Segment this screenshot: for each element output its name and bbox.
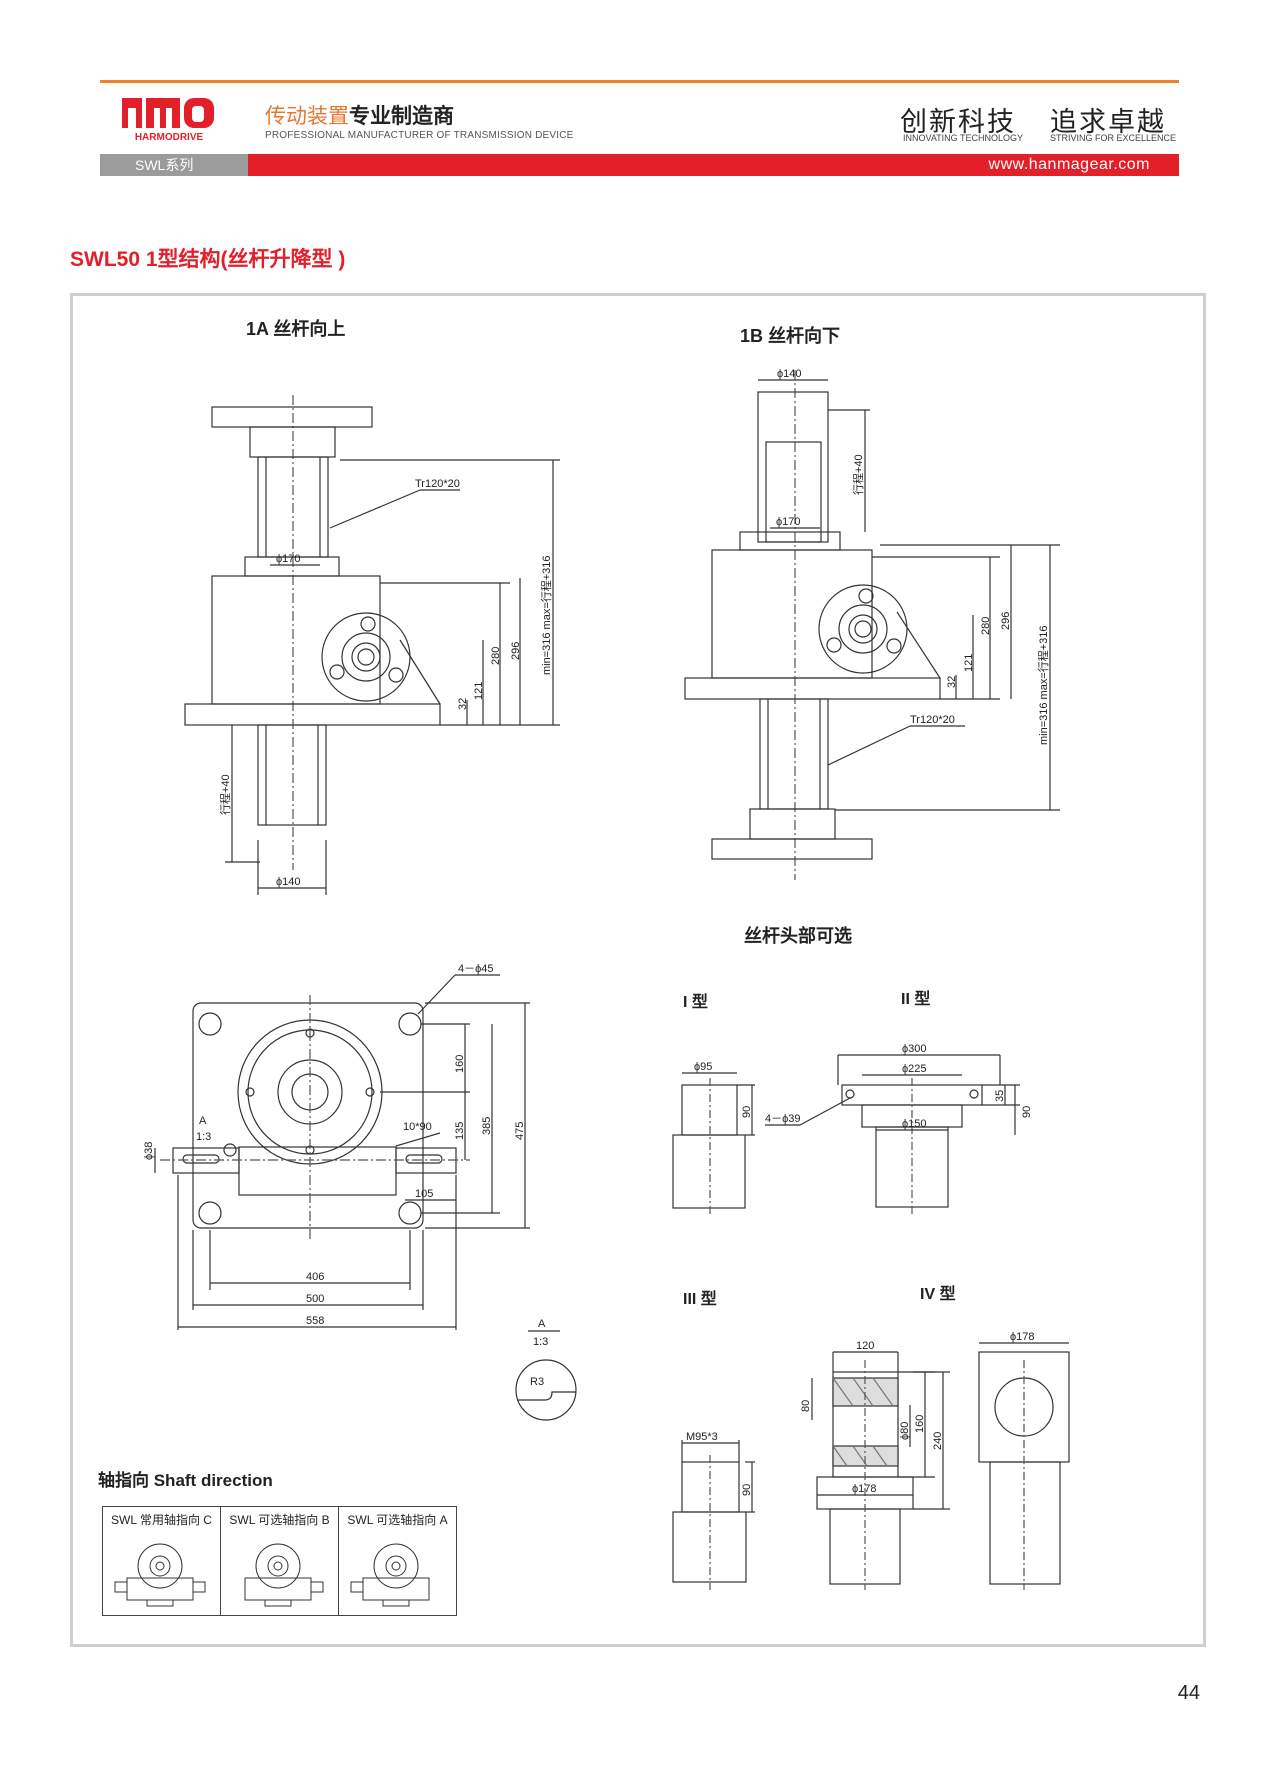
dim-t2-holes: 4－ϕ39 bbox=[765, 1113, 801, 1125]
dim-1b-tr: Tr120*20 bbox=[910, 714, 955, 726]
dim-1a-32: 32 bbox=[457, 698, 469, 710]
dim-plan-holes: 4－ϕ45 bbox=[458, 963, 494, 975]
dim-1b-stroke: 行程+40 bbox=[852, 454, 865, 495]
dim-1a-d170: ϕ170 bbox=[276, 553, 301, 565]
series-tab: SWL系列 bbox=[100, 154, 248, 176]
website-link[interactable]: www.hanmagear.com bbox=[988, 156, 1150, 173]
dim-t1-90: 90 bbox=[741, 1106, 753, 1118]
dim-t4-80: 80 bbox=[800, 1400, 812, 1412]
header-rule bbox=[100, 80, 1179, 83]
label-head-options: 丝杆头部可选 bbox=[744, 926, 852, 946]
dim-1a-296: 296 bbox=[510, 642, 522, 660]
dim-t3-m: M95*3 bbox=[686, 1431, 718, 1443]
dim-plan-500: 500 bbox=[306, 1293, 324, 1305]
label-type-1: I 型 bbox=[683, 994, 708, 1011]
shaft-direction-b: SWL 可选轴指向 B bbox=[220, 1506, 339, 1616]
drawing-type-2: ϕ300 ϕ225 35 90 4－ϕ39 ϕ150 bbox=[765, 1043, 1033, 1215]
slogan-innovating: 创新科技 bbox=[900, 107, 1016, 138]
dim-t2-35: 35 bbox=[994, 1090, 1006, 1102]
drawing-frame bbox=[70, 293, 1206, 1647]
drawing-1a: Tr120*20 ϕ170 32 121 280 296 min=316 max… bbox=[184, 395, 560, 895]
label-1b: 1B 丝杆向下 bbox=[740, 326, 841, 346]
tagline-en: PROFESSIONAL MANUFACTURER OF TRANSMISSIO… bbox=[265, 130, 574, 141]
page-title: SWL50 1型结构(丝杆升降型 ) bbox=[70, 248, 346, 271]
dim-1b-32: 32 bbox=[946, 676, 958, 688]
dim-1a-d140: ϕ140 bbox=[276, 876, 301, 888]
dim-1a-280: 280 bbox=[490, 647, 502, 665]
logo-subtext: HARMODRIVE bbox=[135, 132, 204, 142]
dim-t1-d95: ϕ95 bbox=[694, 1061, 712, 1073]
drawing-type-4: 120 80 ϕ80 160 240 ϕ178 ϕ178 bbox=[800, 1331, 1070, 1590]
shaft-a-diagram bbox=[350, 1543, 429, 1607]
label-type-2: II 型 bbox=[901, 991, 931, 1008]
dim-1a-stroke: 行程+40 bbox=[219, 774, 232, 815]
shaft-c-diagram bbox=[114, 1543, 205, 1607]
slogan-striving: 追求卓越 bbox=[1050, 107, 1166, 138]
label-type-3: III 型 bbox=[683, 1291, 717, 1308]
drawing-plan-view: 4－ϕ45 160 135 385 475 10*90 105 ϕ38 A 1:… bbox=[143, 963, 577, 1421]
dim-1b-121: 121 bbox=[963, 654, 975, 672]
dim-plan-105: 105 bbox=[415, 1188, 433, 1200]
dim-t2-d150: ϕ150 bbox=[902, 1118, 927, 1130]
dim-t4-d80: ϕ80 bbox=[899, 1422, 911, 1440]
dim-plan-a: A bbox=[199, 1115, 207, 1127]
dim-1a-121: 121 bbox=[473, 682, 485, 700]
dim-1a-tr: Tr120*20 bbox=[415, 478, 460, 490]
dim-plan-385: 385 bbox=[481, 1117, 493, 1135]
dim-plan-558: 558 bbox=[306, 1315, 324, 1327]
dim-t4-120: 120 bbox=[856, 1340, 874, 1352]
dim-plan-406: 406 bbox=[306, 1271, 324, 1283]
slogan-striving-en: STRIVING FOR EXCELLENCE bbox=[1050, 133, 1177, 143]
drawing-type-1: ϕ95 90 bbox=[672, 1061, 755, 1215]
shaft-c-caption: SWL 常用轴指向 C bbox=[111, 1513, 212, 1527]
dim-1b-280: 280 bbox=[980, 617, 992, 635]
dim-t4-d178-b: ϕ178 bbox=[1010, 1331, 1035, 1343]
tagline-cn: 传动装置专业制造商 bbox=[265, 105, 454, 128]
detail-a-scale: 1:3 bbox=[533, 1336, 548, 1348]
dim-plan-475: 475 bbox=[514, 1122, 526, 1140]
dim-1b-d140: ϕ140 bbox=[777, 368, 802, 380]
dim-t2-d225: ϕ225 bbox=[902, 1063, 927, 1075]
dim-t3-90: 90 bbox=[741, 1484, 753, 1496]
dim-plan-key: 10*90 bbox=[403, 1121, 432, 1133]
dim-plan-160: 160 bbox=[454, 1055, 466, 1073]
shaft-direction-c: SWL 常用轴指向 C bbox=[102, 1506, 221, 1616]
label-1a: 1A 丝杆向上 bbox=[246, 319, 346, 339]
shaft-direction-a: SWL 可选轴指向 A bbox=[338, 1506, 457, 1616]
drawing-type-3: M95*3 90 bbox=[672, 1431, 755, 1590]
label-shaft-direction: 轴指向 Shaft direction bbox=[98, 1471, 273, 1490]
dim-t2-d300: ϕ300 bbox=[902, 1043, 927, 1055]
detail-a-label: A bbox=[538, 1318, 546, 1330]
company-logo: HARMODRIVE bbox=[120, 94, 218, 143]
shaft-a-caption: SWL 可选轴指向 A bbox=[347, 1513, 448, 1527]
header-red-bar bbox=[248, 154, 1179, 176]
shaft-b-caption: SWL 可选轴指向 B bbox=[229, 1513, 330, 1527]
dim-t4-d178-a: ϕ178 bbox=[852, 1483, 877, 1495]
dim-plan-scale: 1:3 bbox=[196, 1131, 211, 1143]
drawing-1b: ϕ140 ϕ170 行程+40 32 121 280 296 min=316 m… bbox=[684, 368, 1060, 880]
detail-a-r3: R3 bbox=[530, 1376, 544, 1388]
label-type-4: IV 型 bbox=[920, 1286, 956, 1303]
dim-t2-90: 90 bbox=[1021, 1106, 1033, 1118]
shaft-b-diagram bbox=[244, 1543, 323, 1607]
dim-plan-135: 135 bbox=[454, 1122, 466, 1140]
dim-1b-d170: ϕ170 bbox=[776, 516, 801, 528]
page-number: 44 bbox=[1177, 1682, 1200, 1704]
shaft-direction-table: SWL 常用轴指向 C SWL 可选轴指向 B SWL 可选轴指向 A bbox=[102, 1506, 457, 1616]
slogan-innovating-en: INNOVATING TECHNOLOGY bbox=[903, 133, 1024, 143]
dim-1a-minmax: min=316 max=行程+316 bbox=[540, 555, 553, 675]
dim-1b-minmax: min=316 max=行程+316 bbox=[1037, 625, 1050, 745]
dim-t4-160: 160 bbox=[914, 1415, 926, 1433]
dim-plan-d38: ϕ38 bbox=[143, 1142, 155, 1160]
dim-1b-296: 296 bbox=[1000, 612, 1012, 630]
dim-t4-240: 240 bbox=[932, 1432, 944, 1450]
